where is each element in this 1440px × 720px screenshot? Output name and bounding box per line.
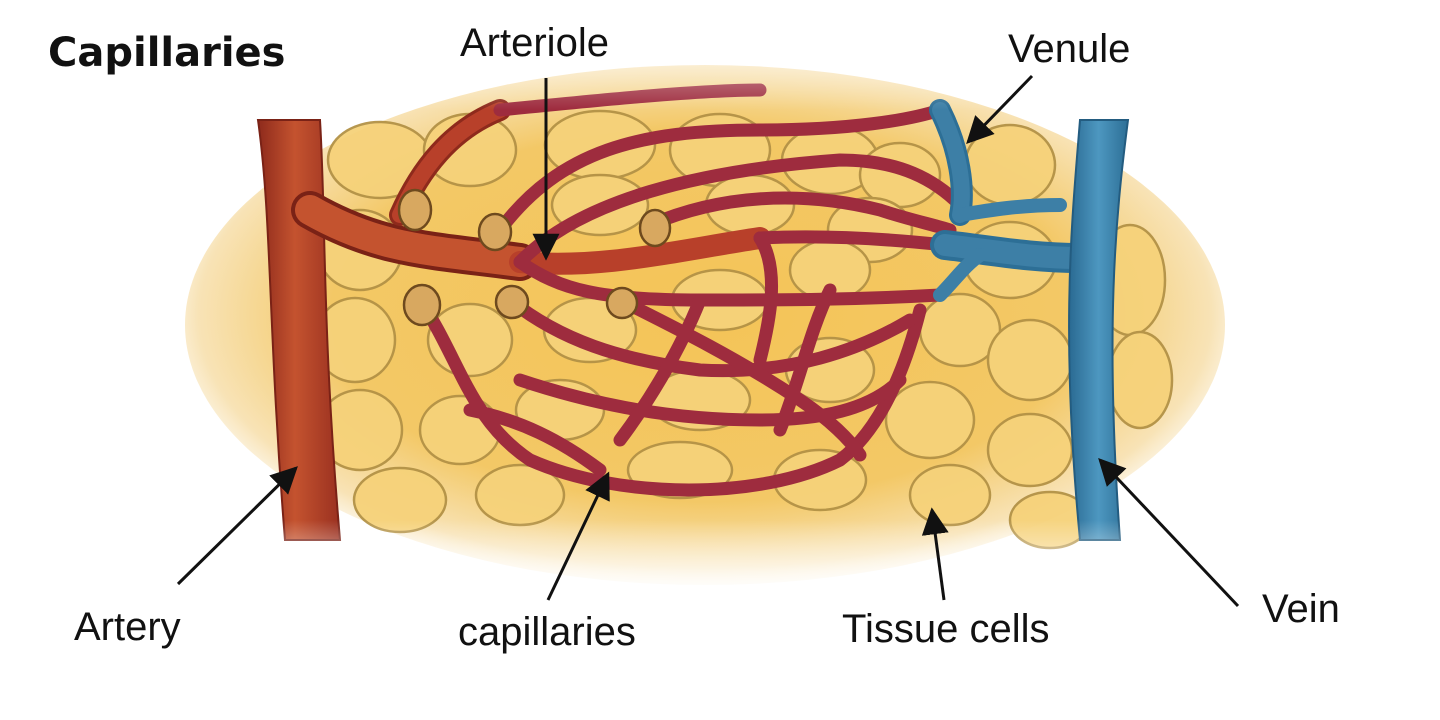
label-arteriole: Arteriole bbox=[460, 21, 609, 65]
diagram-title: Capillaries bbox=[48, 30, 285, 76]
venule-vessels bbox=[929, 99, 1095, 302]
label-venule: Venule bbox=[1008, 27, 1130, 71]
precapillary-sphincters bbox=[397, 188, 672, 327]
label-tissue-cells: Tissue cells bbox=[842, 607, 1049, 651]
arrow-venule bbox=[966, 74, 1034, 144]
arrow-vein bbox=[1098, 458, 1240, 608]
leader-arrows bbox=[176, 74, 1240, 608]
label-vein: Vein bbox=[1262, 587, 1340, 631]
label-capillaries: capillaries bbox=[458, 610, 636, 654]
arrow-capillaries bbox=[546, 471, 610, 601]
label-artery: Artery bbox=[74, 605, 181, 649]
arrow-tissue-cells bbox=[921, 507, 949, 601]
arrow-artery bbox=[176, 466, 298, 586]
